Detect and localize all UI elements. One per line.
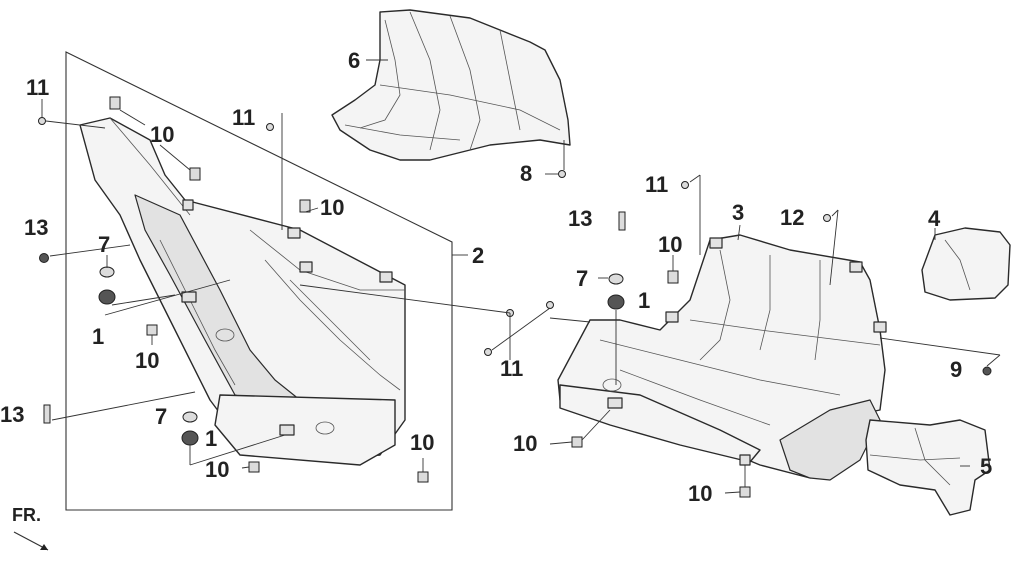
screw-13a-icon [39,244,131,263]
callout-8: 8 [520,161,532,186]
callout-4: 4 [928,206,941,231]
callout-10g: 10 [513,431,537,456]
callout-3: 3 [732,200,744,225]
screw-13b-icon [43,391,196,424]
callout-10a: 10 [150,122,174,147]
bolt-11c-icon [299,284,591,360]
callout-10f: 10 [658,232,682,257]
callout-11c: 11 [500,356,523,381]
callout-7a: 7 [98,232,110,257]
callout-7c: 7 [576,266,588,291]
floor-panel-left-part [79,117,406,466]
floor-panel-right-part [557,234,887,481]
callout-11b: 11 [232,105,255,130]
bolt-11d-icon [681,174,701,255]
callout-1a: 1 [92,324,104,349]
callout-10e: 10 [410,430,434,455]
lower-cover-part [865,419,991,516]
assembly-frame [65,51,453,511]
callout-13a: 13 [24,215,48,240]
callout-1b: 1 [205,426,217,451]
callout-13b: 13 [0,402,24,427]
inner-upper-panel-part [331,9,571,161]
nut-1a-icon [98,279,231,316]
callout-12: 12 [780,205,804,230]
callout-1c: 1 [638,288,650,313]
bolt-8-icon [545,140,566,178]
callout-10c: 10 [135,348,159,373]
callout-10b: 10 [320,195,344,220]
nut-1b-icon [181,430,286,466]
washer-7b-icon [182,411,198,423]
arrow-down-right-icon [13,531,49,551]
bolt-11a-icon [38,99,106,129]
callout-10d: 10 [205,457,229,482]
callout-5: 5 [980,454,992,479]
washer-7c-icon [598,273,624,285]
washer-7a-icon [99,255,115,278]
callout-2: 2 [472,243,484,268]
callout-fr: FR. [12,505,41,525]
clip-10-icons [109,96,751,498]
callout-11d: 11 [645,172,668,197]
screw-13c-icon [618,211,626,231]
bolt-11b-icon [266,113,283,230]
bolt-12-icon [823,209,839,286]
callout-13c: 13 [568,206,592,231]
callout-11a: 11 [26,75,49,100]
callout-7b: 7 [155,404,167,429]
bolt-9-icon [879,337,1001,376]
cover-pad-part [921,227,1011,301]
leader-3 [737,224,741,241]
callout-6: 6 [348,48,360,73]
callout-9: 9 [950,357,962,382]
nut-1c-icon [607,294,625,385]
callout-10h: 10 [688,481,712,506]
